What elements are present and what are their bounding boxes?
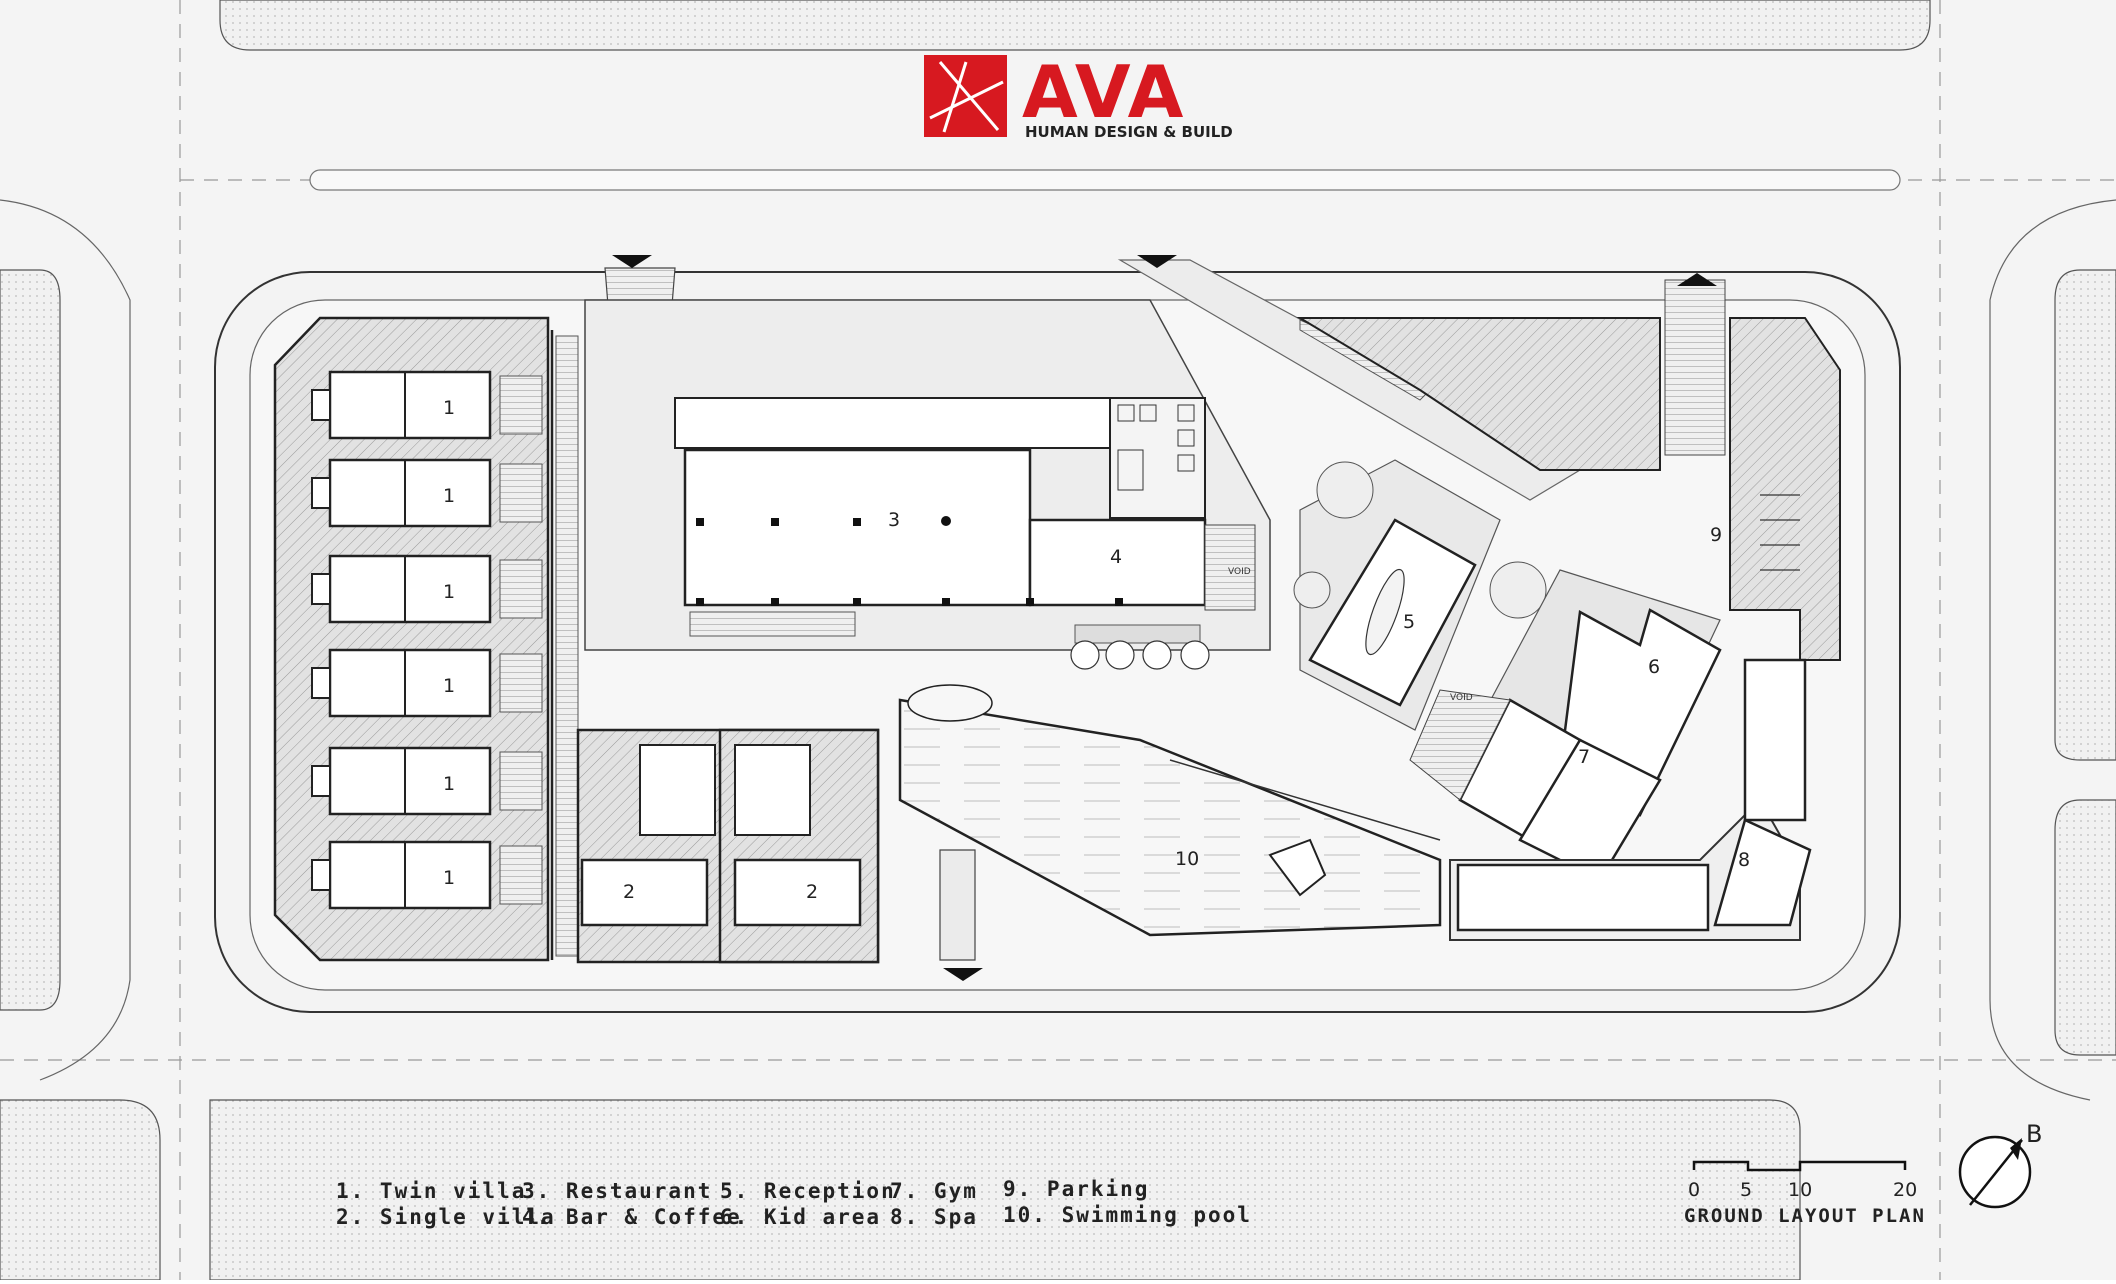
twin-villa-unit: 1: [311, 746, 543, 816]
zone-label-swimming-pool: 10: [1175, 848, 1199, 870]
legend-item-4: 4. Bar & Coffee: [522, 1205, 742, 1229]
zone-label-single-villa-right: 2: [806, 881, 818, 903]
zone-label-kid-area: 6: [1648, 656, 1660, 678]
bar-coffee-building: [1028, 518, 1207, 607]
legend-item-3: 3. Restaurant: [522, 1179, 712, 1203]
zone-label-twin-villa: 1: [443, 867, 455, 889]
twin-villa-unit: 1: [311, 840, 543, 910]
legend-item-7: 7. Gym: [890, 1179, 978, 1203]
legend-item-9: 9. Parking: [1003, 1177, 1149, 1201]
scale-bar: [1692, 1160, 1907, 1172]
twin-villa-unit: 1: [311, 648, 543, 718]
zone-label-twin-villa: 1: [443, 581, 455, 603]
scale-tick-10: 10: [1788, 1179, 1812, 1201]
brand-logo: AVA HUMAN DESIGN & BUILD: [924, 50, 1233, 141]
parking-bay-right: [1729, 317, 1841, 661]
median-strip: [309, 169, 1901, 191]
legend-item-8: 8. Spa: [890, 1205, 978, 1229]
block-left: [0, 269, 61, 1011]
zone-label-single-villa-left: 2: [623, 881, 635, 903]
twin-villa-unit: 1: [311, 458, 543, 528]
block-right-top: [2054, 269, 2116, 761]
twin-villa-unit: 1: [311, 554, 543, 624]
logo-brand-text: AVA: [1022, 50, 1185, 134]
legend-item-10: 10. Swimming pool: [1003, 1203, 1252, 1227]
zone-label-reception: 5: [1403, 611, 1415, 633]
twin-villa-unit: 1: [311, 370, 543, 440]
void-label-center: VOID: [1228, 567, 1251, 577]
logo-tagline: HUMAN DESIGN & BUILD: [1025, 123, 1233, 141]
legend-item-1: 1. Twin villa: [336, 1179, 526, 1203]
zone-label-twin-villa: 1: [443, 675, 455, 697]
scale-tick-0: 0: [1688, 1179, 1700, 1201]
block-right-bottom: [2054, 799, 2116, 1056]
restaurant-building: [683, 448, 1032, 607]
block-bottom: [209, 1099, 1801, 1281]
block-top: [219, 0, 1931, 51]
legend: 1. Twin villa 2. Single villa 3. Restaur…: [336, 1177, 1252, 1229]
legend-item-2: 2. Single villa: [336, 1205, 556, 1229]
legend-item-5: 5. Reception: [720, 1179, 896, 1203]
zone-label-twin-villa: 1: [443, 485, 455, 507]
parking-bay-top: [1296, 317, 1661, 471]
single-villa-left: [580, 858, 709, 927]
single-villa-right: [733, 858, 862, 927]
block-bottom-left: [0, 1099, 161, 1281]
spa-rooms: [1456, 863, 1710, 932]
plan-caption: GROUND LAYOUT PLAN: [1684, 1205, 1926, 1227]
zone-label-gym: 7: [1578, 746, 1590, 768]
zone-label-twin-villa: 1: [443, 773, 455, 795]
zone-label-bar-coffee: 4: [1110, 546, 1122, 568]
zone-label-restaurant: 3: [888, 509, 900, 531]
legend-item-6: 6. Kid area: [720, 1205, 881, 1229]
north-letter: B: [2026, 1120, 2042, 1148]
entrance-arrows: [612, 255, 1717, 981]
zone-label-spa: 8: [1738, 849, 1750, 871]
scale-tick-5: 5: [1740, 1179, 1752, 1201]
zone-label-twin-villa: 1: [443, 397, 455, 419]
twin-villa-units: 1 1 1 1 1 1: [311, 370, 543, 910]
zone-label-parking: 9: [1710, 524, 1722, 546]
void-label-right: VOID: [1450, 693, 1473, 703]
scale-tick-20: 20: [1893, 1179, 1917, 1201]
north-arrow-icon: [1958, 1135, 2032, 1209]
